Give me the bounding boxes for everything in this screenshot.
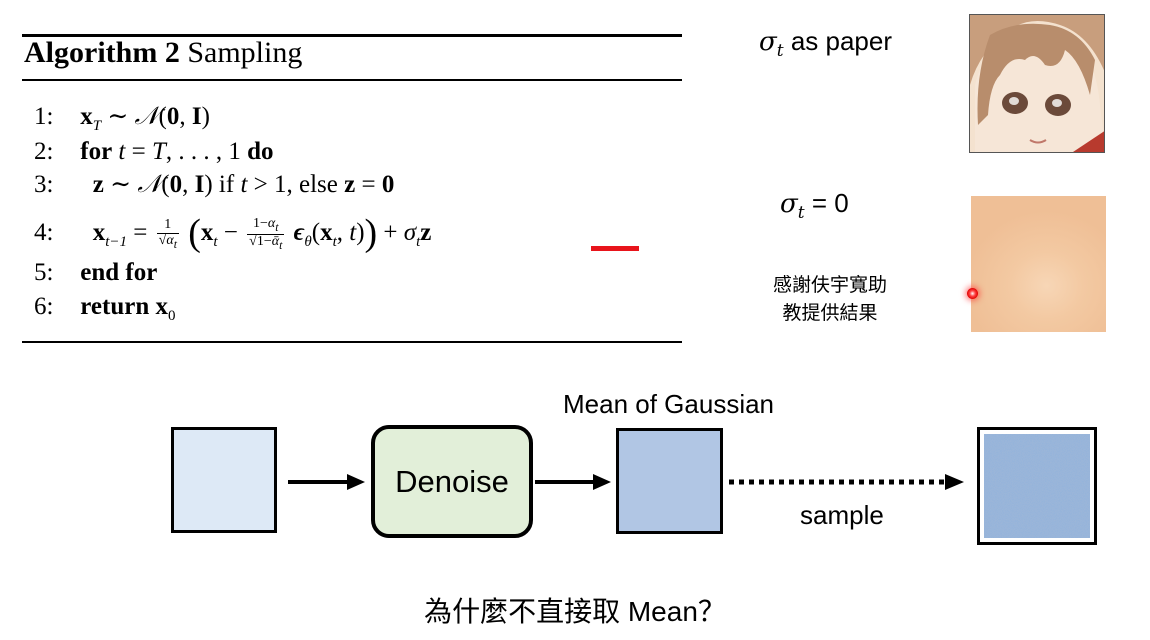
algorithm-top-rule <box>22 34 682 37</box>
equals-zero-text: = 0 <box>811 188 849 218</box>
laser-pointer-dot <box>967 288 978 299</box>
line-number: 3: <box>34 171 54 198</box>
line-number: 1: <box>34 103 54 130</box>
algorithm-title-bold: Algorithm 2 <box>24 36 180 69</box>
as-paper-text: as paper <box>790 26 893 56</box>
acknowledgement-line-1: 感謝伕宇寬助 <box>772 275 887 296</box>
denoise-label: Denoise <box>395 463 509 499</box>
line-number: 6: <box>34 293 54 320</box>
algorithm-line-3: 3: z ∼ 𝒩(0, I) if t > 1, else z = 0 <box>34 171 395 198</box>
blurry-sample-image <box>971 196 1106 332</box>
sigma-z-highlight <box>591 246 639 251</box>
algorithm-line-2: 2: for t = T, . . . , 1 do <box>34 138 274 165</box>
acknowledgement-text: 感謝伕宇寬助 教提供結果 <box>740 272 920 328</box>
algorithm-line-5: 5: end for <box>34 259 158 286</box>
dotted-sample-arrow <box>729 474 964 490</box>
sigma-zero-label: σt = 0 <box>780 188 849 224</box>
noisy-sample-box <box>977 427 1097 545</box>
line-number: 4: <box>34 219 54 246</box>
line-number: 2: <box>34 138 54 165</box>
input-image-box <box>171 427 277 533</box>
mean-image-box <box>616 428 723 534</box>
arrow-denoise-to-mean <box>535 474 611 490</box>
algorithm-line-1: 1: xT ∼ 𝒩(0, I) <box>34 103 210 134</box>
denoise-block: Denoise <box>371 425 533 538</box>
sample-label: sample <box>800 500 884 530</box>
anime-face-sample-image <box>969 14 1105 153</box>
algorithm-bottom-rule <box>22 341 682 343</box>
mean-of-gaussian-label: Mean of Gaussian <box>563 389 775 419</box>
question-text: 為什麼不直接取 Mean？ <box>424 596 726 627</box>
algorithm-title-name: Sampling <box>187 36 303 69</box>
algorithm-line-6: 6: return x0 <box>34 293 176 324</box>
sigma-as-paper-label: σt as paper <box>759 26 893 62</box>
acknowledgement-line-2: 教提供結果 <box>782 303 878 324</box>
line-number: 5: <box>34 259 54 286</box>
noise-texture <box>984 434 1090 538</box>
algorithm-line-4: 4: xt−1 = 1√αt (xt − 1−αt√1−ᾱt ϵθ(xt, t)… <box>34 212 432 254</box>
algorithm-title: Algorithm 2 Sampling <box>24 36 302 70</box>
algorithm-title-rule <box>22 79 682 81</box>
arrow-input-to-denoise <box>288 474 365 490</box>
